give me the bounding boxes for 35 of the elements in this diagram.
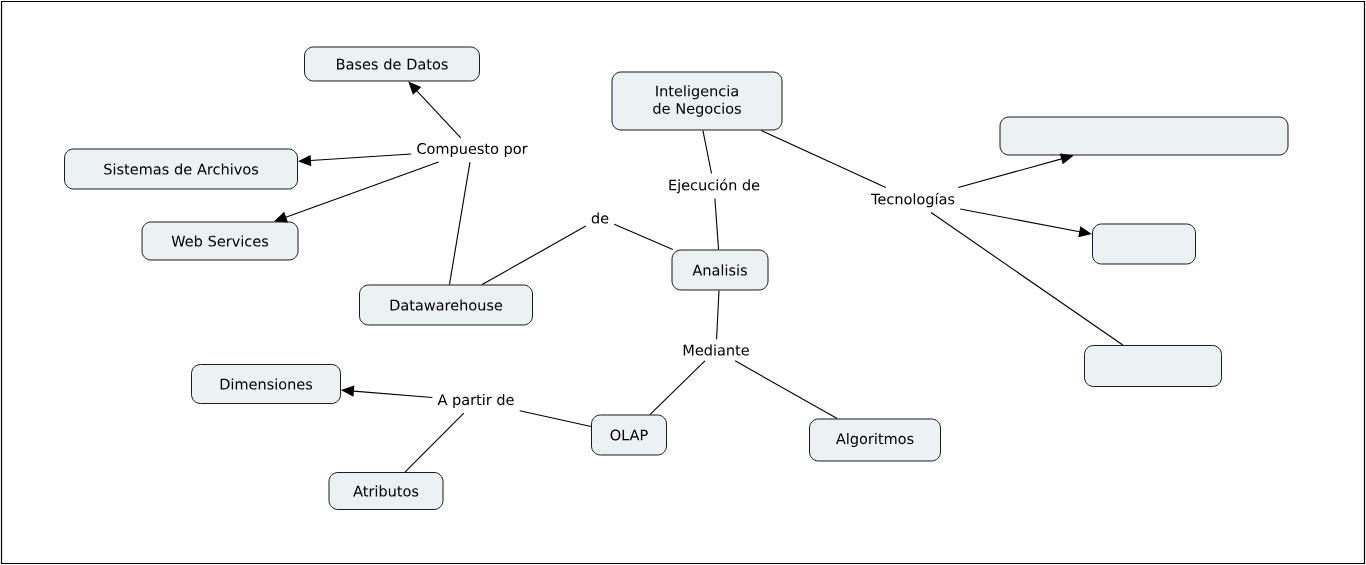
concept-box bbox=[999, 116, 1289, 156]
concept-box: Web Services bbox=[141, 221, 299, 261]
connector-line bbox=[702, 129, 713, 175]
concept-box: Sistemas de Archivos bbox=[64, 148, 298, 190]
concept-box bbox=[1092, 223, 1196, 265]
connector-line bbox=[734, 360, 838, 420]
linking-phrase: de bbox=[585, 207, 615, 229]
connector-line bbox=[714, 197, 720, 251]
linking-phrase: Ejecución de bbox=[662, 173, 766, 199]
connector-line bbox=[716, 289, 720, 340]
arrow bbox=[298, 153, 412, 167]
connector-line bbox=[448, 161, 471, 286]
concept-box: Datawarehouse bbox=[359, 284, 533, 326]
concept-box: Atributos bbox=[328, 472, 444, 510]
linking-phrase: Mediante bbox=[677, 339, 755, 361]
concept-box: OLAP bbox=[591, 414, 667, 456]
concept-box bbox=[1084, 345, 1222, 387]
arrow bbox=[341, 385, 433, 398]
arrow bbox=[408, 81, 462, 139]
connector-line bbox=[519, 410, 592, 428]
connector-line bbox=[404, 412, 465, 473]
connector-line bbox=[930, 211, 1124, 346]
concept-box: Bases de Datos bbox=[304, 46, 480, 82]
connector-line bbox=[613, 223, 674, 251]
connector-line bbox=[649, 360, 706, 416]
arrow bbox=[959, 208, 1092, 238]
connector-line bbox=[481, 225, 587, 286]
concept-box: Analisis bbox=[671, 249, 769, 291]
concept-box: Dimensiones bbox=[191, 364, 341, 404]
concept-box: Inteligencia de Negocios bbox=[611, 71, 783, 131]
connector-line bbox=[760, 129, 887, 189]
linking-phrase: Tecnologías bbox=[866, 187, 960, 213]
linking-phrase: Compuesto por bbox=[411, 138, 533, 162]
concept-box: Algoritmos bbox=[809, 418, 941, 462]
linking-phrase: A partir de bbox=[432, 389, 520, 413]
